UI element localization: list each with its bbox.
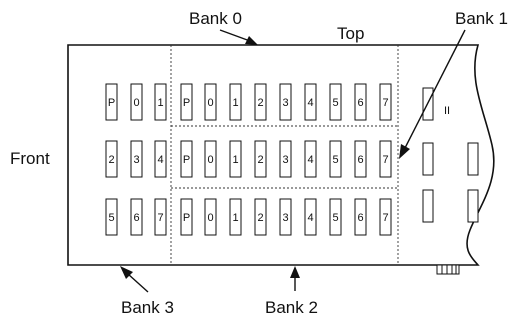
memory-slot-label: 6 bbox=[357, 212, 363, 224]
side-slot bbox=[422, 189, 434, 223]
chassis-outline bbox=[67, 44, 495, 266]
memory-slot-label: 1 bbox=[232, 212, 238, 224]
memory-slot: 7 bbox=[379, 140, 392, 178]
memory-slot: 4 bbox=[304, 83, 317, 121]
memory-slot: 0 bbox=[204, 83, 217, 121]
memory-slot: 4 bbox=[154, 140, 167, 178]
memory-slot-label: P bbox=[183, 154, 190, 166]
memory-slot: 4 bbox=[304, 140, 317, 178]
bank-0-label: Bank 0 bbox=[189, 9, 242, 28]
right-side-connectors: II bbox=[422, 87, 479, 223]
memory-slot-label: 5 bbox=[332, 212, 338, 224]
memory-slot: 1 bbox=[154, 83, 167, 121]
memory-slot: 6 bbox=[130, 198, 143, 236]
memory-slot-label: 7 bbox=[157, 212, 163, 224]
side-slot bbox=[467, 189, 479, 223]
memory-slot: P bbox=[180, 198, 193, 236]
memory-slot-label: P bbox=[108, 97, 115, 109]
memory-slot: 0 bbox=[204, 140, 217, 178]
memory-slot: P bbox=[180, 140, 193, 178]
memory-slot: 1 bbox=[229, 83, 242, 121]
memory-slot-label: 2 bbox=[257, 154, 263, 166]
memory-slot-label: 6 bbox=[133, 212, 139, 224]
memory-slot: 3 bbox=[279, 198, 292, 236]
connector-pins bbox=[436, 264, 460, 275]
side-slot bbox=[422, 142, 434, 176]
bank-2-arrow bbox=[290, 266, 300, 291]
memory-slot-label: 3 bbox=[282, 97, 288, 109]
memory-slot: 2 bbox=[105, 140, 118, 178]
memory-slot-label: 2 bbox=[108, 154, 114, 166]
memory-slot-label: 0 bbox=[207, 97, 213, 109]
bank-0-arrow bbox=[219, 29, 258, 45]
bank-3-arrow bbox=[120, 266, 149, 293]
memory-slot: 3 bbox=[279, 83, 292, 121]
memory-slot: 5 bbox=[329, 198, 342, 236]
memory-slot-label: 7 bbox=[382, 154, 388, 166]
memory-slot: 4 bbox=[304, 198, 317, 236]
memory-slot-label: 3 bbox=[282, 154, 288, 166]
memory-slot: 5 bbox=[329, 140, 342, 178]
memory-slot-label: 2 bbox=[257, 97, 263, 109]
memory-slot-label: 1 bbox=[232, 154, 238, 166]
memory-slot: 5 bbox=[105, 198, 118, 236]
memory-slot: 2 bbox=[254, 198, 267, 236]
memory-slot-label: 6 bbox=[357, 97, 363, 109]
memory-slot-label: 0 bbox=[207, 154, 213, 166]
memory-slot-label: 3 bbox=[282, 212, 288, 224]
memory-slot-label: 6 bbox=[357, 154, 363, 166]
memory-slot-label: 7 bbox=[382, 212, 388, 224]
memory-slot: 7 bbox=[379, 83, 392, 121]
memory-slot-label: 1 bbox=[157, 97, 163, 109]
memory-slot-label: 3 bbox=[133, 154, 139, 166]
memory-slot: P bbox=[105, 83, 118, 121]
top-label: Top bbox=[337, 24, 364, 43]
bank-1-arrow bbox=[399, 29, 466, 159]
memory-slot-label: 0 bbox=[207, 212, 213, 224]
memory-slot: 6 bbox=[354, 198, 367, 236]
memory-slot: 2 bbox=[254, 83, 267, 121]
memory-slot-label: 0 bbox=[133, 97, 139, 109]
memory-slot: 5 bbox=[329, 83, 342, 121]
memory-slot-label: P bbox=[183, 97, 190, 109]
memory-slot-label: 4 bbox=[307, 154, 313, 166]
memory-slot: 3 bbox=[130, 140, 143, 178]
memory-slot: 0 bbox=[130, 83, 143, 121]
memory-slot: 0 bbox=[204, 198, 217, 236]
memory-slot-label: 5 bbox=[332, 154, 338, 166]
memory-slot: 6 bbox=[354, 83, 367, 121]
right-side-mark: II bbox=[444, 105, 450, 117]
bank-2-label: Bank 2 bbox=[265, 298, 318, 317]
memory-slot: 7 bbox=[154, 198, 167, 236]
memory-slot: 1 bbox=[229, 198, 242, 236]
memory-slot-label: P bbox=[183, 212, 190, 224]
side-slot bbox=[467, 142, 479, 176]
memory-slot: 1 bbox=[229, 140, 242, 178]
memory-slot-label: 7 bbox=[382, 97, 388, 109]
memory-slot-label: 1 bbox=[232, 97, 238, 109]
memory-slot-label: 4 bbox=[307, 97, 313, 109]
memory-slot-label: 2 bbox=[257, 212, 263, 224]
memory-slot-label: 4 bbox=[157, 154, 163, 166]
memory-slot: 2 bbox=[254, 140, 267, 178]
bank-dividers bbox=[170, 45, 399, 265]
memory-slot: 3 bbox=[279, 140, 292, 178]
front-label: Front bbox=[10, 149, 50, 168]
bank-1-label: Bank 1 bbox=[455, 9, 508, 28]
memory-slot-label: 5 bbox=[332, 97, 338, 109]
memory-slot: 6 bbox=[354, 140, 367, 178]
memory-slot: 7 bbox=[379, 198, 392, 236]
bank-3-label: Bank 3 bbox=[121, 298, 174, 317]
memory-slot: P bbox=[180, 83, 193, 121]
memory-slot-label: 4 bbox=[307, 212, 313, 224]
memory-slot-label: 5 bbox=[108, 212, 114, 224]
